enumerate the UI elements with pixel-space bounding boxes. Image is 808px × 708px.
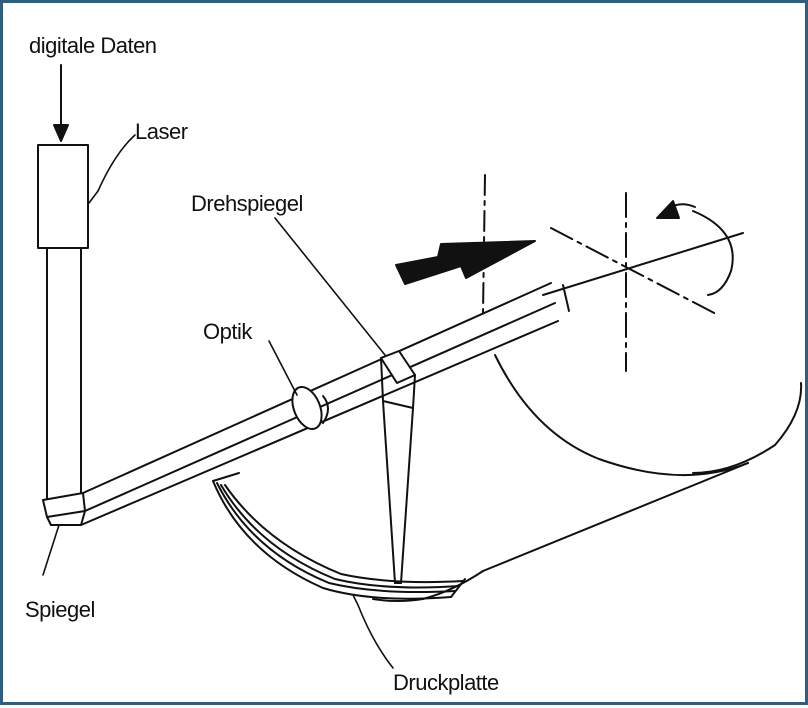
input-arrow [53,64,69,142]
label-mirror: Spiegel [25,597,95,622]
label-optics: Optik [203,319,252,344]
leader-laser [88,134,136,204]
laser-imager-diagram [37,64,803,669]
label-digital-data: digitale Daten [29,33,157,58]
vertical-beam-tube [46,247,82,504]
drum-shell [372,354,803,602]
corner-mirror [42,492,86,526]
label-rotating-mirror: Drehspiegel [191,191,303,216]
leader-spiegel [42,524,60,576]
leader-optik [268,340,298,396]
drum-axis-line [482,174,744,314]
leader-lines [42,134,394,669]
printing-plate [212,472,466,600]
leader-druckplatte [352,594,394,669]
leader-drehspiegel [274,217,386,356]
laser-box [37,144,89,249]
drum-axis-crosshair [550,192,719,372]
rotating-mirror-housing [380,350,416,584]
label-printing-plate: Druckplatte [393,670,499,695]
feed-direction-arrow [395,240,536,285]
optics-lens [291,386,329,430]
label-laser: Laser [135,119,188,144]
rotation-arrow [656,200,734,296]
